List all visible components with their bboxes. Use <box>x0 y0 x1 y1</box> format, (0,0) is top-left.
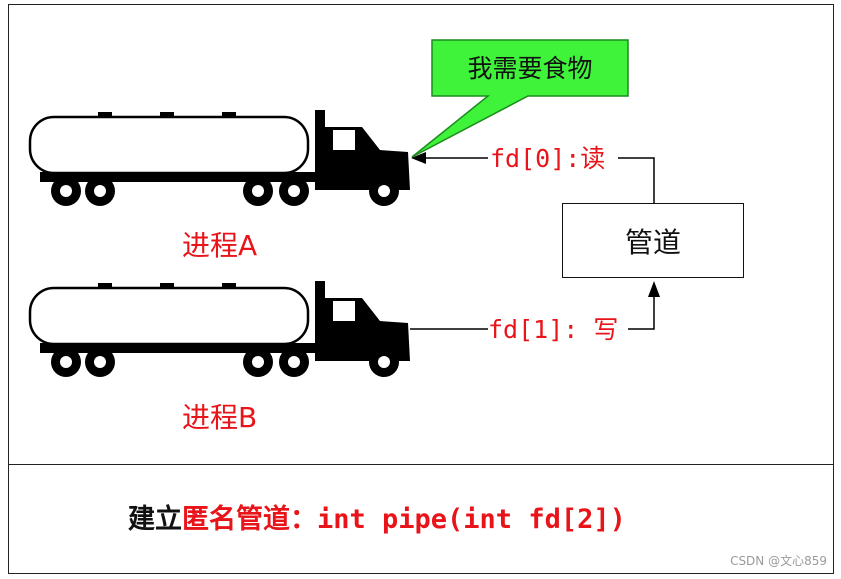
speech-bubble-text: 我需要食物 <box>467 54 593 83</box>
section-divider <box>8 464 834 465</box>
outer-frame <box>8 4 834 574</box>
caption-highlight: 匿名管道： <box>182 504 317 535</box>
watermark: CSDN @文心859 <box>730 554 827 568</box>
caption-prefix: 建立 <box>128 504 182 535</box>
process-a-label: 进程A <box>182 229 258 262</box>
read-end-label: fd[0]:读 <box>490 144 606 173</box>
write-connector <box>410 281 660 330</box>
read-connector <box>411 152 655 203</box>
write-end-label: fd[1]: 写 <box>488 315 619 344</box>
pipe-label: 管道 <box>624 225 681 259</box>
pipe-box: 管道 <box>562 203 744 278</box>
caption-code: int pipe(int fd[2]) <box>317 504 626 535</box>
truck-a-icon <box>28 110 410 206</box>
truck-b-icon <box>28 281 410 377</box>
speech-bubble <box>411 39 629 158</box>
caption: 建立匿名管道：int pipe(int fd[2]) <box>128 506 626 533</box>
process-b-label: 进程B <box>182 401 258 434</box>
